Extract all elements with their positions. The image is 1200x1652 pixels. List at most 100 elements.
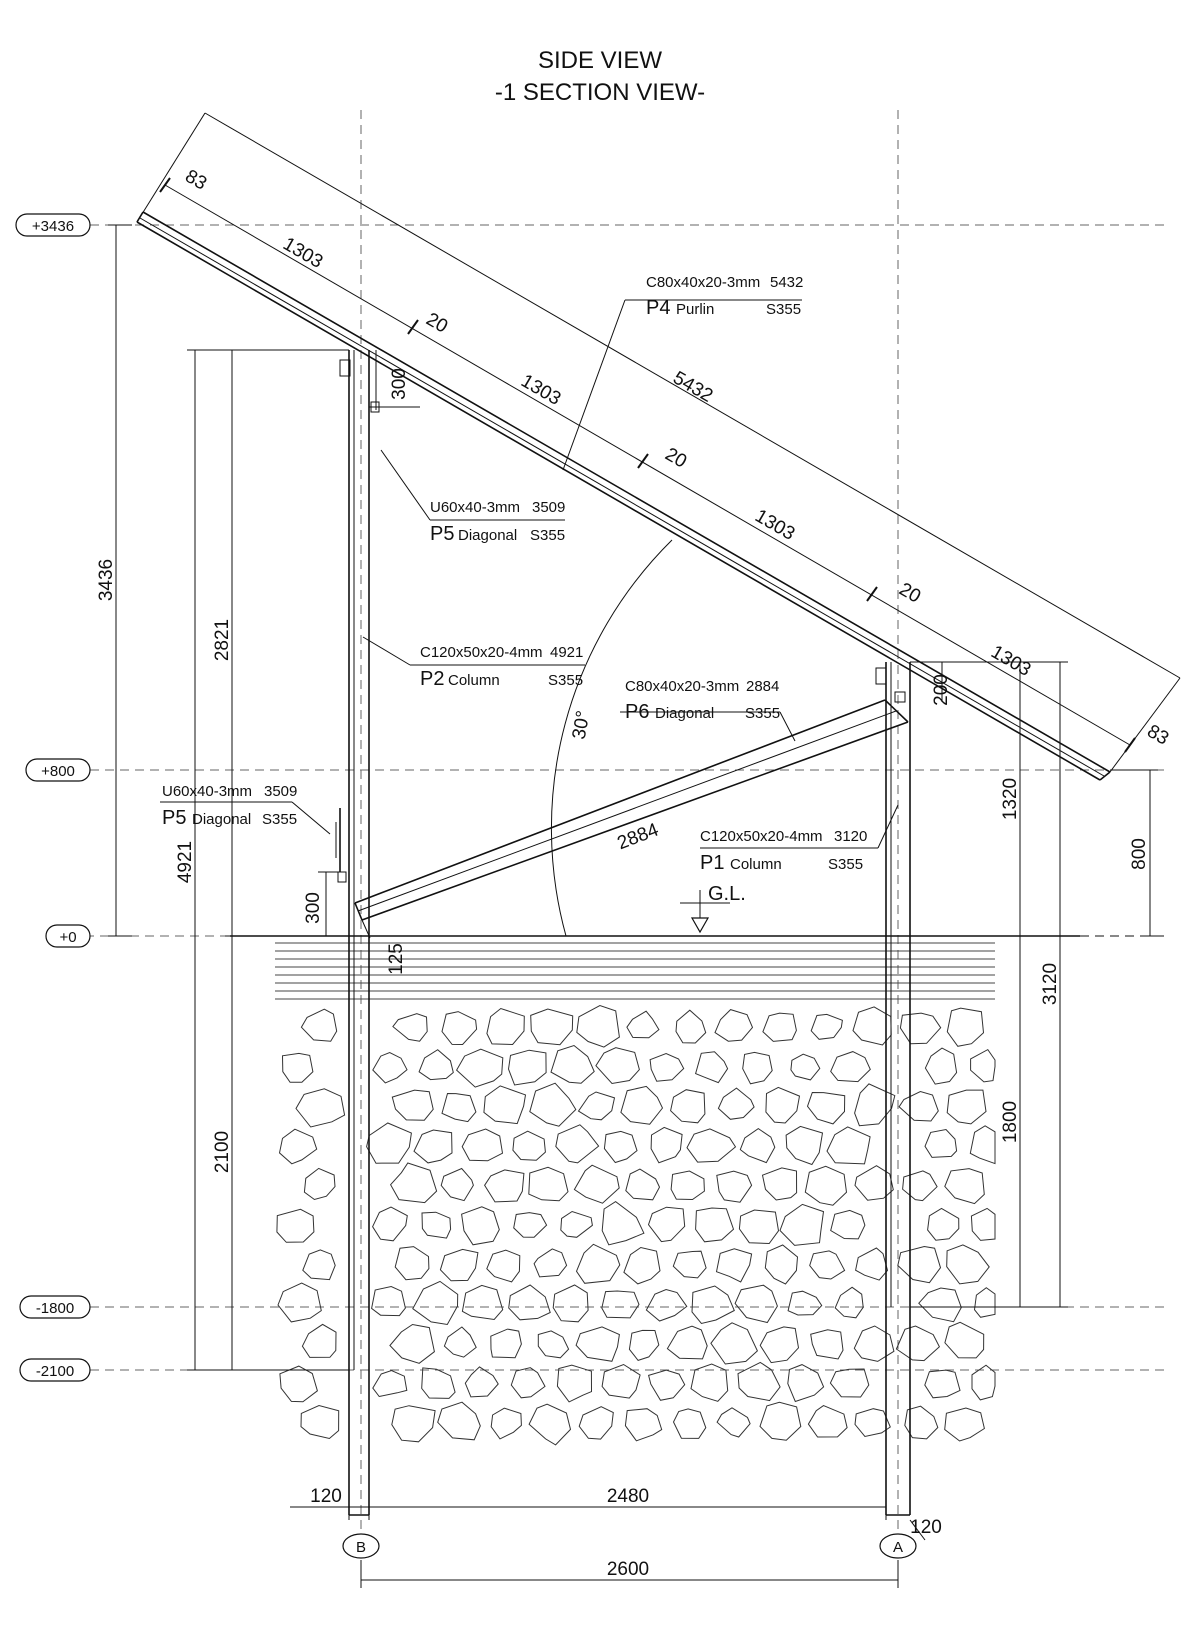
stone [464, 1366, 499, 1398]
stone [717, 1087, 755, 1120]
stone [394, 1246, 430, 1281]
svg-text:+800: +800 [41, 763, 75, 780]
svg-text:A: A [893, 1539, 903, 1556]
svg-text:P4: P4 [646, 297, 670, 319]
svg-text:U60x40-3mm: U60x40-3mm [430, 499, 520, 516]
stone [829, 1368, 870, 1398]
dimension-lines [108, 112, 1181, 1588]
purlin-p4 [136, 211, 1111, 781]
stone [389, 1162, 438, 1204]
angle-label: 30° [569, 709, 595, 741]
stone [628, 1329, 660, 1361]
label-p6-diagonal: C80x40x20-3mm 2884 P6 Diagonal S355 [625, 678, 780, 723]
svg-text:S355: S355 [745, 705, 780, 722]
level-tag-minus2100: -2100 [19, 1358, 91, 1382]
stone [486, 1007, 525, 1046]
stone [973, 1287, 996, 1318]
stone [787, 1364, 825, 1403]
svg-text:Diagonal: Diagonal [458, 527, 517, 544]
label-p5-diagonal-lower: U60x40-3mm 3509 P5 Diagonal S355 [162, 783, 297, 829]
stone [577, 1091, 616, 1121]
stone [895, 1325, 941, 1362]
level-tag-3436: +3436 [15, 213, 91, 237]
dim-segment-4: 1303 [987, 642, 1034, 681]
stone [529, 1082, 577, 1127]
svg-text:C80x40x20-3mm: C80x40x20-3mm [625, 678, 739, 695]
stone [413, 1129, 453, 1164]
stone [392, 1013, 428, 1042]
stone [970, 1207, 996, 1241]
dim-diagonal-length: 2884 [615, 819, 662, 854]
stone [670, 1089, 706, 1124]
stone [647, 1206, 686, 1243]
dim-segment-1: 1303 [279, 234, 326, 273]
stone [810, 1329, 844, 1360]
stone [645, 1288, 688, 1322]
svg-text:3120: 3120 [834, 828, 867, 845]
stone [924, 1047, 958, 1085]
stone [626, 1010, 660, 1039]
dim-right-above-ground: 1320 [1000, 778, 1021, 820]
stone [279, 1365, 318, 1403]
stone [785, 1125, 824, 1166]
stone [855, 1247, 889, 1281]
stone [555, 1124, 600, 1164]
stone [440, 1167, 474, 1202]
stone [601, 1200, 645, 1246]
stone [300, 1008, 338, 1042]
stone [924, 1128, 958, 1158]
svg-text:P6: P6 [625, 701, 649, 723]
stone [550, 1044, 595, 1084]
stone [277, 1282, 322, 1323]
svg-text:+0: +0 [59, 929, 76, 946]
stone [623, 1246, 661, 1285]
stone [389, 1323, 435, 1364]
ground-hatching [275, 942, 996, 1446]
stone [779, 1203, 825, 1246]
stone [759, 1401, 802, 1441]
dim-height-total: 3436 [96, 559, 117, 601]
diagonal-p5-left-stub [335, 420, 370, 883]
stone [461, 1206, 500, 1246]
stone [834, 1286, 864, 1319]
level-tag-800: +800 [25, 758, 91, 782]
stone [649, 1052, 685, 1082]
svg-text:C120x50x20-4mm: C120x50x20-4mm [700, 828, 823, 845]
stone [946, 1244, 990, 1285]
stone [716, 1407, 751, 1438]
svg-text:Column: Column [448, 672, 500, 689]
stone [924, 1369, 961, 1399]
drawing-subtitle: -1 SECTION VIEW- [495, 79, 705, 106]
grid-tag-b: B [342, 1533, 380, 1559]
stone [391, 1405, 436, 1443]
stone [576, 1004, 620, 1048]
ground-level-label: G.L. [708, 883, 746, 905]
stone [944, 1321, 985, 1359]
stone [809, 1250, 846, 1280]
stone [854, 1408, 891, 1438]
stone [575, 1326, 620, 1362]
stone [670, 1170, 705, 1201]
dim-brace-base-small: 125 [386, 943, 407, 975]
stone [439, 1248, 479, 1282]
stone [372, 1051, 408, 1084]
stone [899, 1012, 942, 1045]
dim-segment-2: 1303 [517, 371, 564, 410]
dim-left-embed: 2100 [212, 1131, 233, 1173]
stone [508, 1284, 551, 1321]
level-tag-minus1800: -1800 [19, 1295, 91, 1319]
stone [528, 1403, 572, 1446]
stone [675, 1009, 707, 1044]
stone [441, 1092, 477, 1123]
dim-right-column-total: 3120 [1040, 963, 1061, 1005]
stone [666, 1325, 708, 1360]
stone [372, 1206, 408, 1242]
stone [826, 1126, 871, 1165]
stone [486, 1249, 521, 1283]
stone [854, 1083, 896, 1127]
stone [650, 1126, 683, 1164]
stone [412, 1280, 459, 1326]
svg-text:-1800: -1800 [36, 1300, 74, 1317]
svg-text:3509: 3509 [532, 499, 565, 516]
